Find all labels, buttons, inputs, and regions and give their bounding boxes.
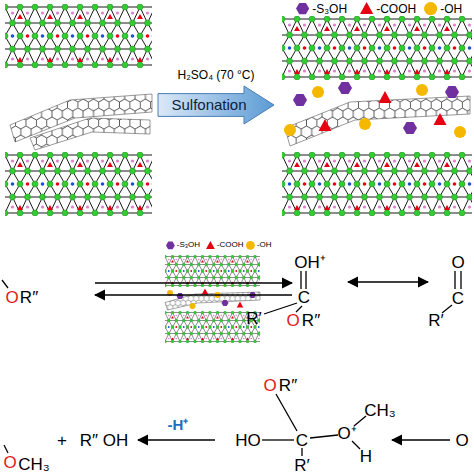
atom-label: O (455, 432, 468, 449)
atom-label: O (286, 312, 299, 329)
group-label: HO (235, 432, 261, 449)
atom-label: C (296, 432, 308, 449)
arrow-shape (158, 86, 274, 124)
graphene-sheet (30, 118, 150, 150)
legend-text: -OH (440, 3, 462, 15)
group-label: CH₃ (364, 402, 395, 419)
clay-layer (5, 152, 152, 216)
clay-layer (282, 152, 472, 216)
legend-swatch (206, 241, 215, 250)
reagent-label: H₂SO₄ (70 °C) (158, 69, 274, 81)
group-label: R′ (294, 457, 309, 474)
swatch-shape (360, 2, 373, 14)
legend-item: -S₃OH (166, 241, 200, 250)
functional-groups (284, 82, 466, 138)
legend-item: -COOH (206, 241, 243, 250)
legend-item: -OH (424, 2, 462, 15)
legend-item: -OH (246, 241, 271, 250)
atom-label: C (452, 290, 464, 307)
atom-label: O (5, 289, 18, 306)
chemical-bonds (2, 271, 461, 456)
legend-item: -COOH (360, 2, 416, 15)
swatch-shape (246, 241, 255, 250)
legend-text: -COOH (217, 241, 244, 249)
step-label: Sulfonation (158, 97, 274, 112)
product-label: R″ OH (80, 432, 129, 449)
atom-label: O (263, 377, 276, 394)
legend-swatch (296, 2, 309, 15)
proton-loss-label: -H⁺ (168, 417, 189, 432)
atom-label: O⁺ (337, 425, 356, 442)
group-label: R″ (302, 312, 320, 329)
swatch-shape (206, 241, 215, 249)
atom-label: C (298, 289, 310, 306)
reaction-arrow: H₂SO₄ (70 °C)Sulfonation (158, 86, 274, 124)
atom-label: O (3, 454, 16, 471)
catalyst-illustration (165, 255, 260, 343)
graphene-sheet (285, 96, 470, 146)
legend-swatch (246, 241, 255, 250)
legend-item: -S₃OH (296, 2, 347, 15)
reaction-arrows (95, 282, 450, 440)
clay-layer (282, 16, 472, 80)
atom-label: O (451, 254, 464, 271)
swatch-shape (296, 3, 309, 14)
legend-swatch (360, 2, 373, 15)
legend-text: -OH (257, 241, 272, 249)
swatch-shape (166, 242, 175, 250)
group-label: R″ (20, 289, 38, 306)
group-label: CH₃ (18, 456, 49, 473)
legend-swatch (424, 2, 437, 15)
clay-layer (5, 4, 152, 68)
plus-sign: + (57, 432, 67, 449)
atom-label: H (360, 448, 372, 465)
legend-text: -COOH (376, 3, 416, 15)
legend-swatch (166, 241, 175, 250)
legend-text: -S₃OH (312, 3, 347, 15)
group-label: OH⁺ (294, 254, 326, 271)
group-label: R″ (279, 377, 297, 394)
group-label: R′ (246, 310, 261, 327)
group-label: R′ (428, 312, 443, 329)
legend-text: -S₃OH (177, 241, 200, 249)
swatch-shape (424, 2, 437, 15)
